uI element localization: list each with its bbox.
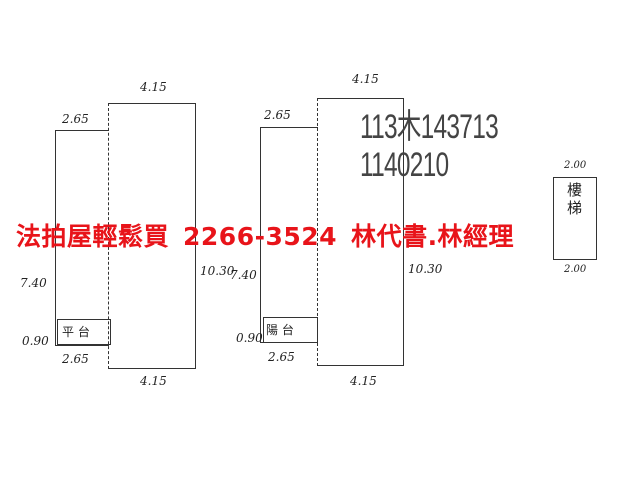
- stamp-case-number: 113木143713: [360, 108, 499, 146]
- stair-outline: [553, 177, 597, 260]
- balcony-label: 陽 台: [266, 323, 294, 337]
- dim-right-height: 10.30: [408, 262, 443, 276]
- main-room-outline: [317, 98, 404, 366]
- dim-top: 4.15: [140, 80, 167, 94]
- watermark-phone: 2266-3524: [183, 222, 338, 251]
- dim-bottom: 4.15: [140, 374, 167, 388]
- stair-label: 樓梯: [567, 181, 583, 217]
- divider-dashed: [108, 103, 109, 369]
- dim-bottom: 4.15: [350, 374, 377, 388]
- balcony-outline: [263, 317, 318, 343]
- dim-left-height: 7.40: [20, 276, 47, 290]
- dim-stair-top: 2.00: [564, 160, 587, 171]
- watermark-contact: 林代書.林經理: [351, 222, 515, 251]
- stamp-date: 1140210: [360, 146, 449, 184]
- left-wing-outline: [55, 130, 109, 346]
- dim-balcony-depth: 0.90: [236, 331, 263, 345]
- dim-stair-bottom: 2.00: [564, 264, 587, 275]
- balcony-label: 平 台: [62, 325, 90, 339]
- dim-right-height: 10.30: [200, 264, 235, 278]
- watermark: 法拍屋輕鬆買 2266-3524 林代書.林經理: [16, 222, 528, 252]
- dim-left-height: 7.40: [230, 268, 257, 282]
- main-room-outline: [108, 103, 196, 369]
- dim-upper-left: 2.65: [264, 108, 291, 122]
- balcony-outline: [57, 319, 111, 345]
- divider-dashed: [317, 98, 318, 366]
- dim-balcony-depth: 0.90: [22, 334, 49, 348]
- dim-bottom-left: 2.65: [268, 350, 295, 364]
- dim-upper-left: 2.65: [62, 112, 89, 126]
- dim-bottom-left: 2.65: [62, 352, 89, 366]
- dim-top: 4.15: [352, 72, 379, 86]
- watermark-slogan: 法拍屋輕鬆買: [16, 222, 170, 251]
